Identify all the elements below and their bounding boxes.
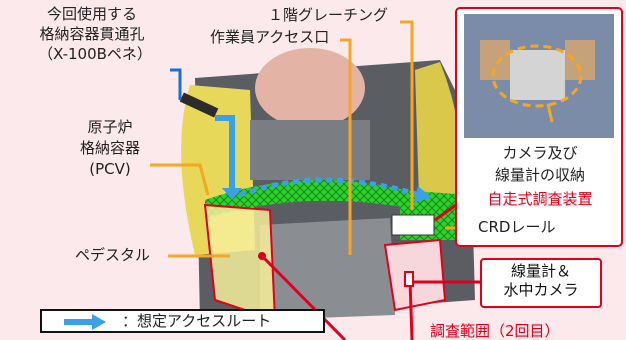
pedestal-cylinder — [260, 218, 395, 320]
pcv-label-2: 格納容器 — [79, 139, 140, 157]
survey-range-label: 調査範囲（2回目） — [430, 322, 560, 340]
access-route-dashed — [239, 177, 421, 198]
inset-device-name: 自走式調査装置 — [487, 190, 593, 208]
leader-survey-2 — [408, 279, 414, 340]
instrument-label-1: 線量計＆ — [510, 262, 571, 280]
inset-highlight — [491, 44, 583, 108]
crd-rail-label: CRDレール — [478, 218, 556, 236]
pedestal-label: ペデスタル — [75, 246, 151, 264]
grating-label: １階グレーチング — [268, 6, 389, 24]
instrument-box: 線量計＆ 水中カメラ — [480, 258, 602, 308]
pcv-label-3: (PCV) — [89, 160, 131, 178]
pcv-dome — [255, 48, 365, 128]
leader-access — [340, 38, 352, 255]
penetration-label-3: （X-100Bペネ） — [38, 45, 152, 63]
inset-caption-1: カメラ及び — [502, 144, 578, 162]
legend-text: ：想定アクセスルート — [122, 312, 272, 330]
penetration-label-1: 今回使用する — [46, 5, 137, 23]
crd-rail-device — [391, 214, 435, 236]
pcv-label-1: 原子炉 — [87, 118, 133, 136]
access-opening-label: 作業員アクセス口 — [210, 28, 330, 46]
access-route-solid — [215, 115, 235, 190]
instrument-marker — [404, 271, 414, 287]
leader-penetration — [170, 68, 182, 100]
pedestal-cutaway — [205, 205, 275, 320]
leader-survey-1 — [260, 254, 347, 340]
leader-grating — [400, 20, 414, 210]
inset-caption-2: 線量計の収納 — [494, 166, 585, 184]
instrument-label-2: 水中カメラ — [503, 281, 579, 299]
legend-box: ：想定アクセスルート — [40, 309, 325, 333]
survey-area — [383, 238, 447, 312]
legend-arrow-icon — [64, 314, 106, 330]
penetration-pipe — [179, 92, 219, 118]
penetration-label-2: 格納容器貫通孔 — [39, 25, 145, 43]
leader-pcv — [150, 163, 210, 196]
